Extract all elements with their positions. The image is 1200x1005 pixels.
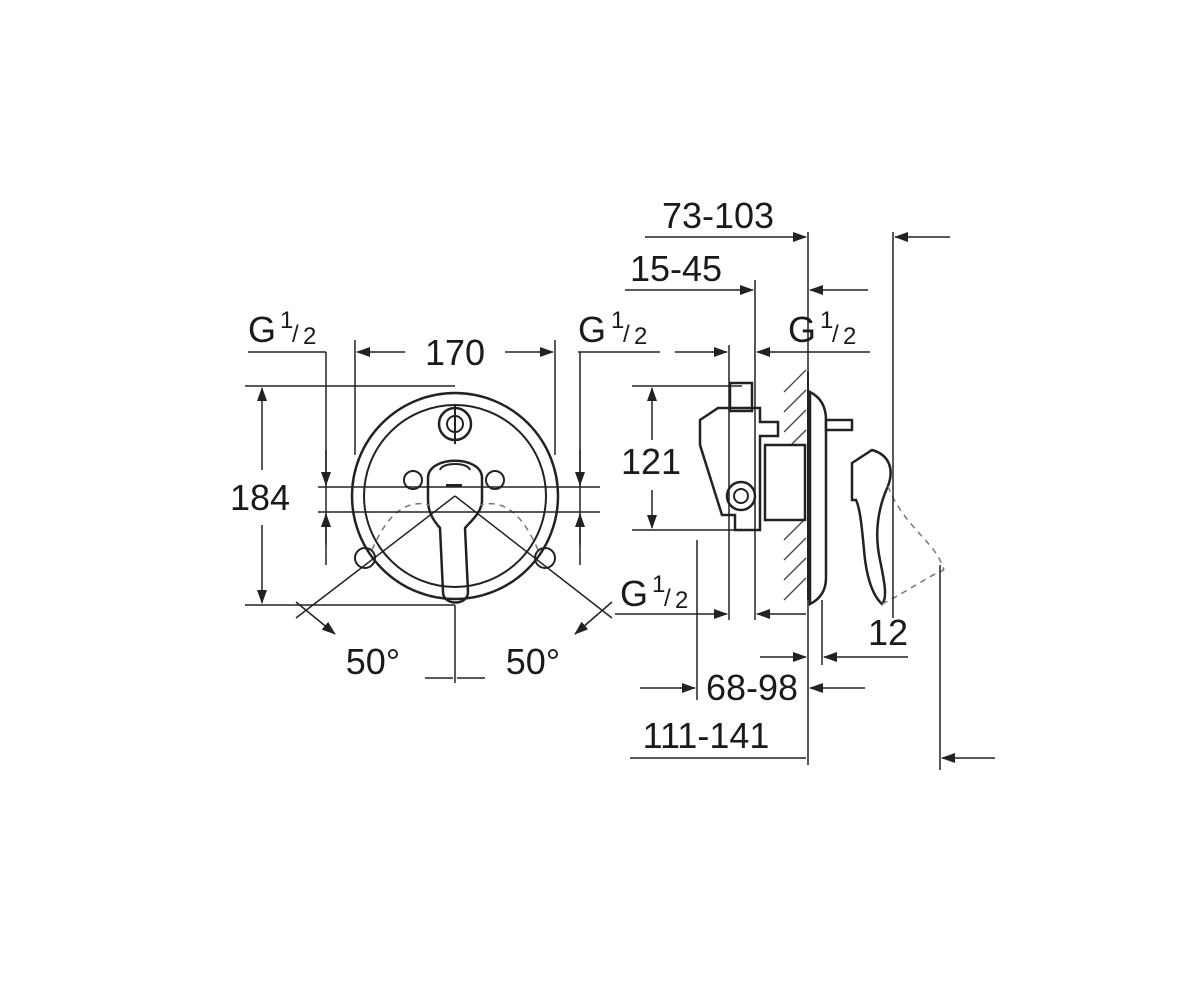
side-view: 73-103 15-45 G 1 / 2 121 G 1 / 2 12 68-9… xyxy=(615,195,995,770)
left-boss xyxy=(403,470,423,490)
rotation-arc xyxy=(371,502,431,551)
plate-thickness-label: 12 xyxy=(868,612,908,653)
top-thread-g: G xyxy=(788,309,816,350)
fraction-slash: / xyxy=(832,321,839,348)
left-thread-num: 1 xyxy=(280,307,293,334)
side-handle xyxy=(850,448,945,606)
angle-left-label: 50° xyxy=(346,641,400,682)
top-thread-num: 1 xyxy=(820,307,833,334)
mixer-handle xyxy=(426,459,484,604)
angle-right-label: 50° xyxy=(506,641,560,682)
right-thread-den: 2 xyxy=(634,323,647,350)
bottom-thread-num: 1 xyxy=(652,571,665,598)
bottom-thread-g: G xyxy=(620,573,648,614)
depth-range-label: 73-103 xyxy=(662,195,774,236)
right-boss xyxy=(485,470,505,490)
fraction-slash: / xyxy=(292,321,299,348)
front-view: 170 184 G 1 / 2 G 1 / 2 50° 50° xyxy=(230,307,660,683)
vertical-dimension-label: 121 xyxy=(621,441,681,482)
width-dimension-label: 170 xyxy=(425,332,485,373)
height-dimension-label: 184 xyxy=(230,477,290,518)
escutcheon-plate xyxy=(350,391,560,601)
valve-body xyxy=(698,381,807,532)
bottom-thread-den: 2 xyxy=(675,587,688,614)
top-thread-den: 2 xyxy=(843,323,856,350)
fraction-slash: / xyxy=(664,585,671,612)
left-thread-g: G xyxy=(248,309,276,350)
right-thread-g: G xyxy=(578,309,606,350)
fraction-slash: / xyxy=(623,321,630,348)
side-stem xyxy=(824,418,854,432)
left-thread-den: 2 xyxy=(303,323,316,350)
inner-range-label: 15-45 xyxy=(630,248,722,289)
diverter-knob xyxy=(437,404,473,444)
total-range-label: 111-141 xyxy=(643,715,770,756)
wall-range-label: 68-98 xyxy=(706,667,798,708)
side-escutcheon xyxy=(808,389,828,607)
right-thread-num: 1 xyxy=(611,307,624,334)
